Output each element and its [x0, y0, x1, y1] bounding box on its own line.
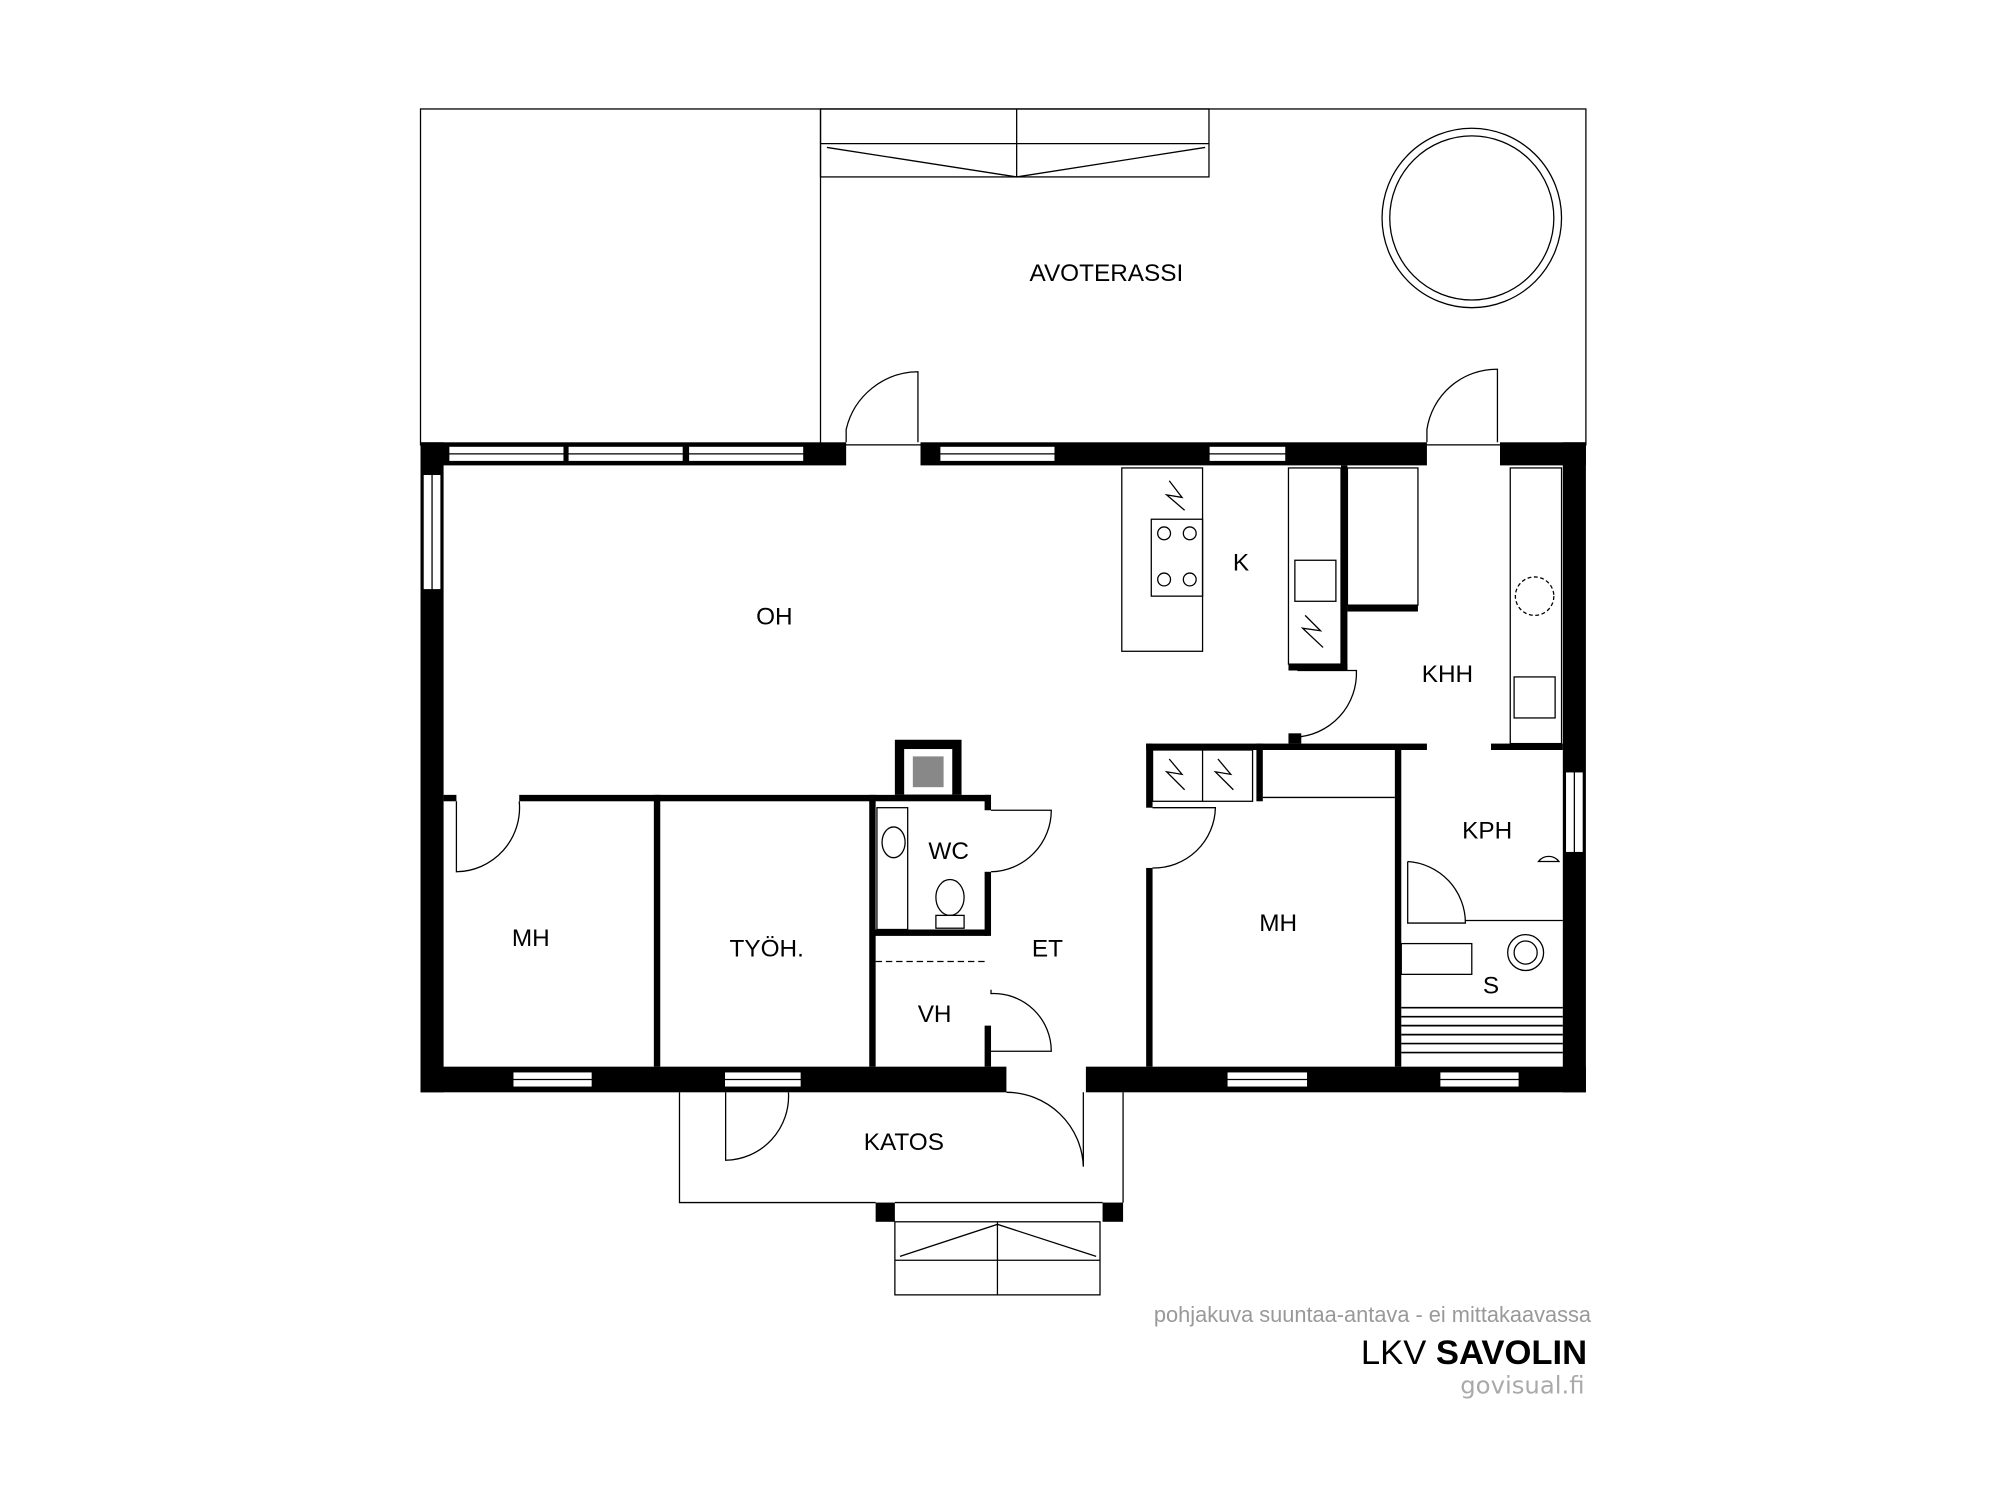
brand-logo: LKV SAVOLIN — [1361, 1334, 1587, 1372]
room-label-katos: KATOS — [864, 1129, 944, 1156]
room-label-khh: KHH — [1422, 661, 1473, 688]
doors — [455, 368, 1499, 1167]
room-label-mh-right: MH — [1259, 910, 1297, 937]
credit-text: govisual.fi — [1460, 1371, 1584, 1400]
room-label-mh-left: MH — [512, 925, 550, 952]
terrace — [419, 108, 1587, 446]
room-label-oh: OH — [756, 603, 793, 630]
room-label-wc: WC — [928, 838, 969, 865]
windows — [422, 445, 1584, 1088]
fireplace — [894, 739, 962, 796]
utility-counter — [1509, 467, 1563, 745]
interior-walls — [443, 465, 1563, 1067]
brand-prefix: LKV — [1361, 1334, 1426, 1372]
room-label-s: S — [1483, 973, 1499, 1000]
porch — [678, 1092, 1124, 1296]
room-label-k: K — [1233, 550, 1249, 577]
room-label-kph: KPH — [1462, 817, 1512, 844]
room-label-vh: VH — [918, 1001, 952, 1028]
room-label-avoterassi: AVOTERASSI — [1030, 260, 1184, 287]
appliances — [1151, 749, 1395, 802]
wc-fixtures — [875, 807, 985, 963]
sauna-fixtures — [1400, 855, 1563, 1054]
room-label-tyoh: TYÖH. — [729, 935, 803, 962]
kitchen-counter — [1287, 467, 1419, 665]
kitchen-island — [1121, 467, 1204, 652]
disclaimer-text: pohjakuva suuntaa-antava - ei mittakaava… — [1154, 1302, 1592, 1327]
hot-tub — [1381, 127, 1563, 309]
terrace-steps — [819, 108, 1210, 178]
room-label-et: ET — [1032, 935, 1063, 962]
brand-name: SAVOLIN — [1436, 1334, 1587, 1372]
